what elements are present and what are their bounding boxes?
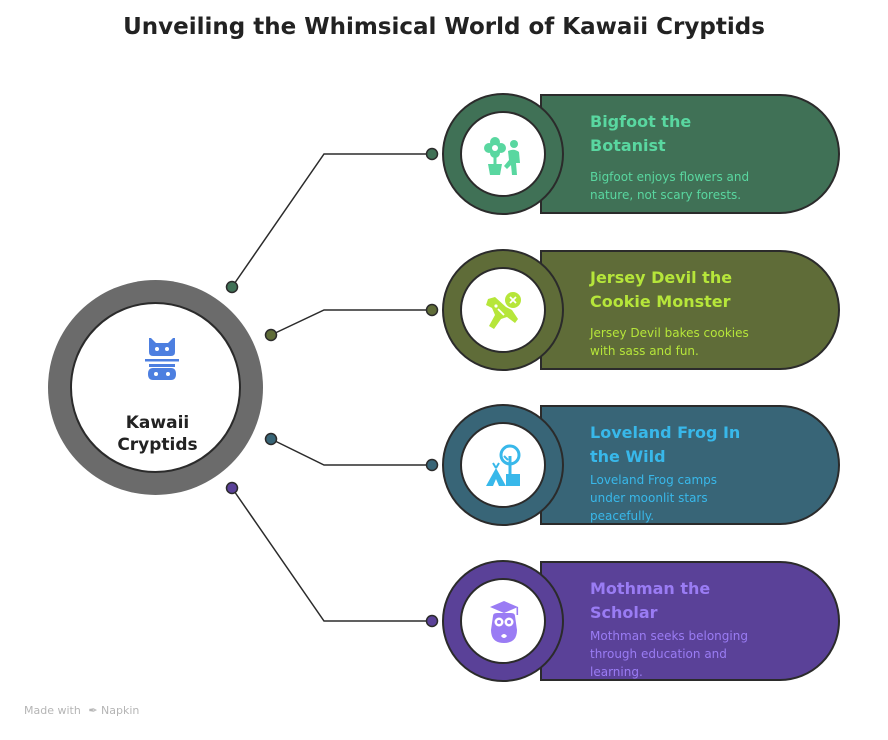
badge-loveland-frog [442,404,564,526]
connector-dot-bigfoot [225,280,239,294]
card-title: Bigfoot the Botanist [590,110,800,158]
footer-brand: Napkin [101,704,140,717]
page-title: Unveiling the Whimsical World of Kawaii … [123,14,765,40]
camping-tent-icon [486,444,521,486]
badge-inner-circle [460,111,546,197]
card-title: Loveland Frog In the Wild [590,421,800,469]
card-bigfoot: Bigfoot the Botanist Bigfoot enjoys flow… [540,94,840,214]
hub-label-line1: Kawaii [125,413,190,433]
badge-mothman [442,560,564,682]
connector-dot-jersey-end [425,303,439,317]
card-description: Jersey Devil bakes cookies with sass and… [590,324,790,360]
graduate-owl-icon [490,601,519,643]
footer-attribution: Made with ✒ Napkin [24,704,139,717]
hub-node: Kawaii Cryptids [48,280,263,495]
card-desc-line: learning. [590,665,643,679]
connector-dot-bigfoot-end [425,147,439,161]
card-title: Jersey Devil the Cookie Monster [590,266,800,314]
card-description: Bigfoot enjoys flowers and nature, not s… [590,168,790,204]
card-title-line2: Botanist [590,136,666,155]
card-title-line1: Bigfoot the [590,112,692,131]
connector-line-jersey [270,309,432,336]
connector-dot-loveland [264,432,278,446]
hub-label-line2: Cryptids [117,435,198,455]
connector-dot-mothman [225,481,239,495]
badge-inner-circle [460,578,546,664]
card-description: Mothman seeks belonging through educatio… [590,627,790,681]
badge-inner-circle [460,267,546,353]
connector-line-loveland [270,438,432,466]
connector-line-mothman [231,487,432,622]
card-title-line1: Jersey Devil the [590,268,733,287]
game-controller-icon [145,338,179,380]
hub-label: Kawaii Cryptids [72,412,243,456]
card-description: Loveland Frog camps under moonlit stars … [590,471,790,525]
card-title: Mothman the Scholar [590,577,800,625]
connector-dot-loveland-end [425,458,439,472]
card-desc-line: nature, not scary forests. [590,188,742,202]
connector-dot-mothman-end [425,614,439,628]
card-desc-line: through education and [590,647,727,661]
badge-jersey-devil [442,249,564,371]
card-mothman: Mothman the Scholar Mothman seeks belong… [540,561,840,681]
card-jersey-devil: Jersey Devil the Cookie Monster Jersey D… [540,250,840,370]
voodoo-doll-icon [486,292,521,329]
card-title-line1: Mothman the [590,579,711,598]
badge-bigfoot [442,93,564,215]
flower-gardener-icon [484,137,520,175]
badge-inner-circle [460,422,546,508]
footer-made-with: Made with [24,704,81,717]
hub-inner-circle: Kawaii Cryptids [70,302,241,473]
napkin-logo-icon: ✒ [88,704,98,717]
card-title-line1: Loveland Frog In [590,423,741,442]
card-desc-line: with sass and fun. [590,344,699,358]
card-desc-line: Mothman seeks belonging [590,629,748,643]
card-title-line2: Cookie Monster [590,292,731,311]
card-desc-line: under moonlit stars [590,491,708,505]
card-desc-line: peacefully. [590,509,655,523]
connector-dot-jersey [264,328,278,342]
card-desc-line: Jersey Devil bakes cookies [590,326,749,340]
connector-line-bigfoot [231,153,432,288]
card-desc-line: Loveland Frog camps [590,473,718,487]
card-desc-line: Bigfoot enjoys flowers and [590,170,750,184]
card-loveland-frog: Loveland Frog In the Wild Loveland Frog … [540,405,840,525]
card-title-line2: the Wild [590,447,666,466]
card-title-line2: Scholar [590,603,658,622]
